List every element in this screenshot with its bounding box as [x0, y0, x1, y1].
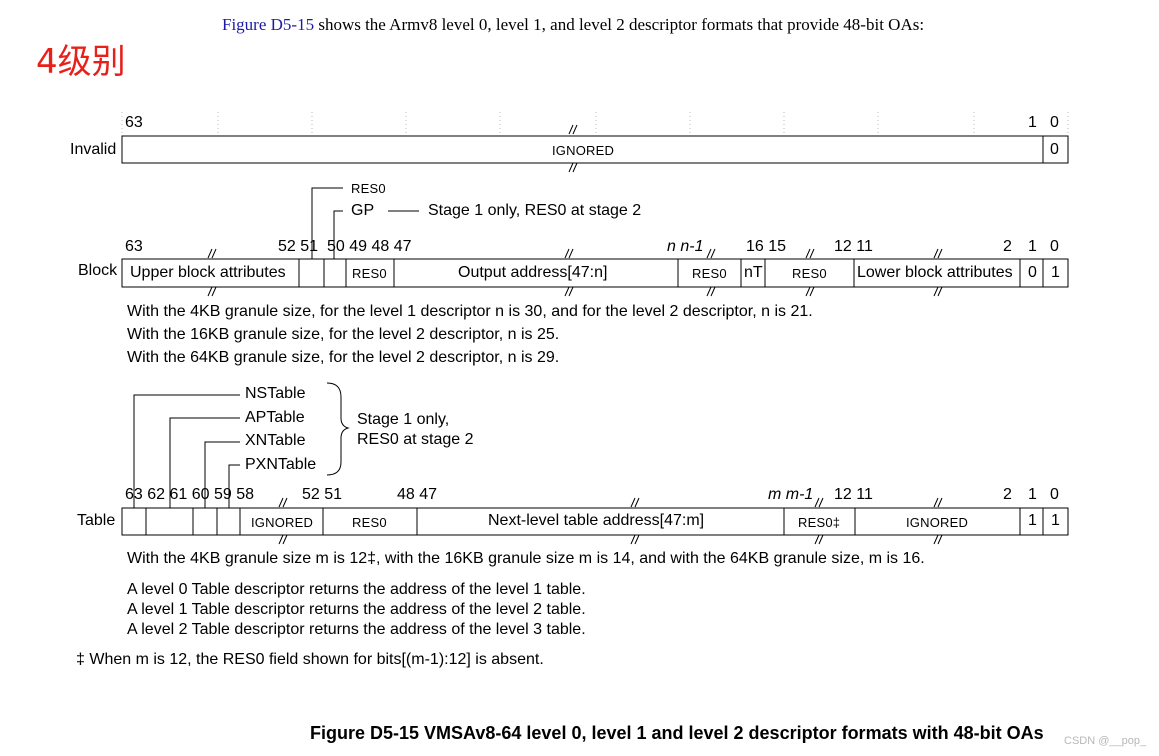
block-row-label: Block [78, 262, 118, 279]
callout-gp: GP [351, 202, 375, 219]
level-annotation: 4级别 [36, 42, 126, 82]
field-valid-bit: 0 [1050, 141, 1059, 158]
bit-number: n n-1 [667, 238, 704, 255]
field-bit0: 1 [1051, 512, 1060, 529]
callout-xntable: XNTable [245, 432, 306, 449]
block-note: With the 64KB granule size, for the leve… [127, 349, 560, 366]
bit-number: 63 [125, 238, 143, 255]
field-res0: RES0 [352, 266, 387, 281]
callout-nstable: NSTable [245, 385, 306, 402]
table-note: A level 0 Table descriptor returns the a… [127, 581, 586, 598]
bit-number: 52 51 [302, 486, 343, 503]
field-upper-attrs: Upper block attributes [130, 264, 286, 281]
table-note: With the 4KB granule size m is 12‡, with… [127, 550, 925, 567]
field-bit1: 1 [1028, 512, 1037, 529]
field-ignored: IGNORED [552, 143, 615, 158]
footnote: ‡ When m is 12, the RES0 field shown for… [76, 651, 544, 668]
field-res0: RES0 [692, 266, 727, 281]
figure-caption: Figure D5-15 VMSAv8-64 level 0, level 1 … [310, 723, 1044, 743]
block-note: With the 16KB granule size, for the leve… [127, 326, 560, 343]
field-res0: RES0 [352, 515, 387, 530]
brace-note-line1: Stage 1 only, [357, 411, 450, 428]
field-output-address: Output address[47:n] [458, 264, 608, 281]
callout-stage-note: Stage 1 only, RES0 at stage 2 [428, 202, 642, 219]
callout-res0: RES0 [351, 181, 386, 196]
callout-pxntable: PXNTable [245, 456, 317, 473]
intro-sentence: Figure D5-15 shows the Armv8 level 0, le… [222, 15, 924, 35]
brace-note-line2: RES0 at stage 2 [357, 431, 474, 448]
bit-number: 0 [1050, 486, 1059, 503]
bit-number: 2 [1003, 238, 1012, 255]
field-res0: RES0 [792, 266, 827, 281]
bit-number: 12 11 [834, 238, 873, 255]
bit-number: 16 15 [746, 238, 787, 255]
table-row-label: Table [77, 512, 116, 529]
bit-number: 1 [1028, 114, 1037, 131]
field-bit1: 0 [1028, 264, 1037, 281]
bit-number: m m-1 [768, 486, 814, 503]
bit-number: 0 [1050, 114, 1059, 131]
bit-number: 50 49 48 47 [327, 238, 412, 255]
watermark: CSDN @__pop_ [1064, 735, 1147, 747]
invalid-row-label: Invalid [70, 141, 117, 158]
field-next-level-address: Next-level table address[47:m] [488, 512, 705, 529]
intro-text: shows the Armv8 level 0, level 1, and le… [314, 15, 925, 34]
bit-number: 2 [1003, 486, 1012, 503]
field-nt: nT [744, 264, 763, 281]
callout-aptable: APTable [245, 409, 305, 426]
bit-number: 0 [1050, 238, 1059, 255]
field-bit0: 1 [1051, 264, 1060, 281]
field-ignored: IGNORED [251, 515, 314, 530]
table-note: A level 1 Table descriptor returns the a… [127, 601, 586, 618]
bit-number: 63 62 61 60 59 58 [125, 486, 255, 503]
figure-link[interactable]: Figure D5-15 [222, 15, 315, 34]
bit-number: 48 47 [397, 486, 438, 503]
bit-number: 12 11 [834, 486, 873, 503]
bit-number: 1 [1028, 486, 1037, 503]
bit-number: 63 [125, 114, 143, 131]
field-lower-attrs: Lower block attributes [857, 264, 1013, 281]
field-res0-dagger: RES0‡ [798, 515, 841, 530]
field-ignored: IGNORED [906, 515, 969, 530]
bit-number: 52 51 [278, 238, 319, 255]
table-note: A level 2 Table descriptor returns the a… [127, 621, 586, 638]
bit-number: 1 [1028, 238, 1037, 255]
block-note: With the 4KB granule size, for the level… [127, 303, 813, 320]
